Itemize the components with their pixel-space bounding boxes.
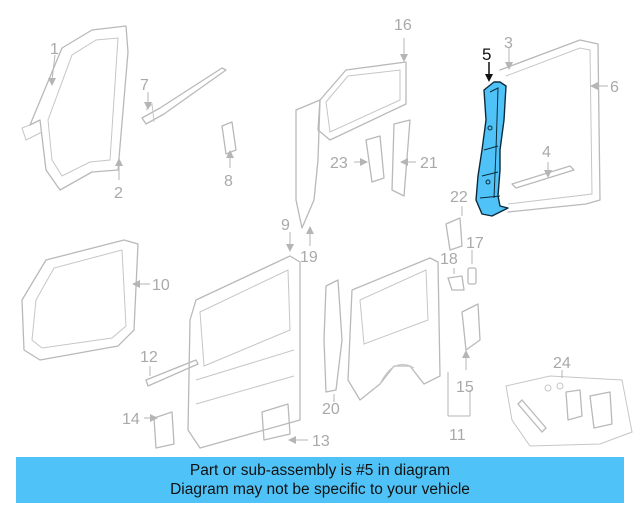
part-4-sill (511, 162, 575, 189)
part-5-center-pillar (475, 62, 509, 217)
part-1-front-pillar (21, 25, 129, 191)
label-5: 5 (482, 45, 491, 64)
part-15-reinforcement (461, 303, 481, 370)
label-4: 4 (542, 144, 551, 161)
label-24: 24 (553, 355, 571, 372)
part-9-sliding-door (187, 232, 301, 449)
footer-line-2: Diagram may not be specific to your vehi… (170, 481, 470, 498)
label-15: 15 (456, 379, 474, 396)
label-6: 6 (610, 79, 619, 96)
part-14-bracket (144, 411, 175, 449)
footer-line-1: Part or sub-assembly is #5 in diagram (189, 462, 451, 479)
label-7: 7 (140, 77, 149, 94)
part-2-bracket (115, 158, 123, 180)
label-17: 17 (466, 235, 484, 252)
part-16-window-frame (295, 38, 408, 229)
label-20: 20 (322, 401, 340, 418)
part-22-bracket (445, 206, 463, 251)
label-16: 16 (394, 17, 412, 34)
label-9: 9 (281, 217, 290, 234)
part-18-bracket (447, 268, 465, 291)
parts-diagram: 1 2 7 8 16 19 23 (21, 17, 633, 450)
label-3: 3 (504, 35, 513, 52)
part-3-roof-rail (499, 39, 601, 213)
label-18: 18 (440, 251, 458, 268)
footer-banner: Part or sub-assembly is #5 in diagram Di… (16, 457, 624, 503)
part-10-side-panel (21, 239, 150, 361)
part-21-reinforcement (391, 119, 416, 197)
part-24-kit-inset (505, 370, 633, 447)
part-13-cover (261, 403, 308, 444)
label-23: 23 (330, 155, 348, 172)
part-17-clip (467, 250, 477, 285)
label-11: 11 (449, 427, 466, 444)
label-21: 21 (420, 155, 438, 172)
label-14: 14 (122, 411, 140, 428)
label-1: 1 (50, 41, 59, 58)
part-6-rear-frame (590, 82, 608, 90)
part-23-reinforcement (354, 135, 385, 183)
part-20-pillar (323, 279, 343, 402)
label-8: 8 (224, 173, 233, 190)
label-22: 22 (450, 189, 468, 206)
label-13: 13 (312, 433, 330, 450)
label-12: 12 (140, 349, 158, 366)
part-11-quarter-panel (347, 257, 471, 417)
part-7-weatherstrip (141, 67, 227, 125)
label-10: 10 (152, 277, 170, 294)
part-8-bracket (221, 121, 237, 168)
label-2: 2 (114, 185, 123, 202)
label-19: 19 (300, 249, 318, 266)
part-12-moulding (145, 359, 199, 387)
part-19-pillar (306, 226, 314, 246)
